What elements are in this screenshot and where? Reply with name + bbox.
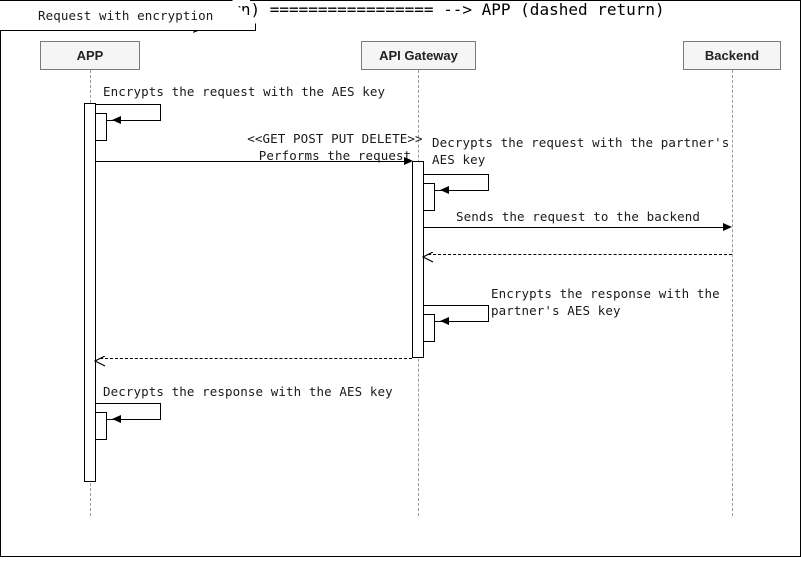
message-m6-arrowhead [440, 317, 449, 325]
message-m6-segment-top [423, 305, 489, 306]
message-label-encrypt-request: Encrypts the request with the AES key [103, 84, 386, 99]
activation-app-nested-2 [95, 412, 107, 440]
message-m6-segment-bottom [435, 321, 489, 322]
message-m3-arrowhead [440, 186, 449, 194]
activation-app-nested-1 [95, 113, 107, 141]
message-m5-line [428, 254, 732, 255]
message-m1-segment-bottom [107, 120, 161, 121]
activation-api-gateway-nested-1 [423, 183, 435, 211]
message-m8-segment-right [160, 403, 161, 419]
message-label-send-to-backend: Sends the request to the backend [455, 209, 701, 224]
open-arrow-glyph [93, 355, 106, 367]
message-label-decrypt-response: Decrypts the response with the AES key [103, 384, 393, 399]
message-m1-arrowhead [112, 116, 121, 124]
lifeline-backend [732, 70, 733, 516]
message-label-encrypt-response: Encrypts the response with the partner's… [491, 286, 720, 318]
frame-border-bottom [0, 556, 801, 557]
participant-backend-label: Backend [704, 48, 760, 63]
message-label-perform-request: <<GET POST PUT DELETE>> Performs the req… [247, 131, 423, 163]
message-label-decrypt-request: Decrypts the request with the partner's … [432, 135, 730, 167]
message-m3-segment-top [423, 174, 489, 175]
activation-api-gateway-nested-2 [423, 314, 435, 342]
participant-api-gateway-label: API Gateway [379, 48, 458, 63]
message-m1-segment-right [160, 104, 161, 120]
diagram-title-tab [0, 0, 256, 31]
message-m5-arrowhead [421, 249, 434, 263]
message-m4-line [424, 227, 724, 228]
message-m2-arrowhead [404, 157, 413, 165]
message-m7-line [100, 358, 412, 359]
activation-app-main [84, 103, 96, 482]
message-m8-arrowhead [112, 415, 121, 423]
open-arrow-glyph [421, 251, 434, 263]
frame-border-left [0, 0, 1, 557]
message-m8-segment-bottom [107, 419, 161, 420]
participant-app[interactable]: APP [40, 41, 140, 70]
activation-api-gateway-main [412, 161, 424, 358]
message-m7-arrowhead [93, 353, 106, 367]
participant-api-gateway[interactable]: API Gateway [361, 41, 476, 70]
message-m3-segment-right [488, 174, 489, 190]
participant-backend[interactable]: Backend [683, 41, 781, 70]
message-m8-segment-top [95, 403, 161, 404]
diagram-title: Request with encryption [38, 8, 214, 23]
participant-app-label: APP [76, 48, 104, 63]
message-m4-arrowhead [723, 223, 732, 231]
message-m2-line [96, 161, 404, 162]
message-m1-segment-top [95, 104, 161, 105]
frame-border-top [250, 0, 801, 1]
message-m3-segment-bottom [435, 190, 489, 191]
message-m6-segment-right [488, 305, 489, 321]
